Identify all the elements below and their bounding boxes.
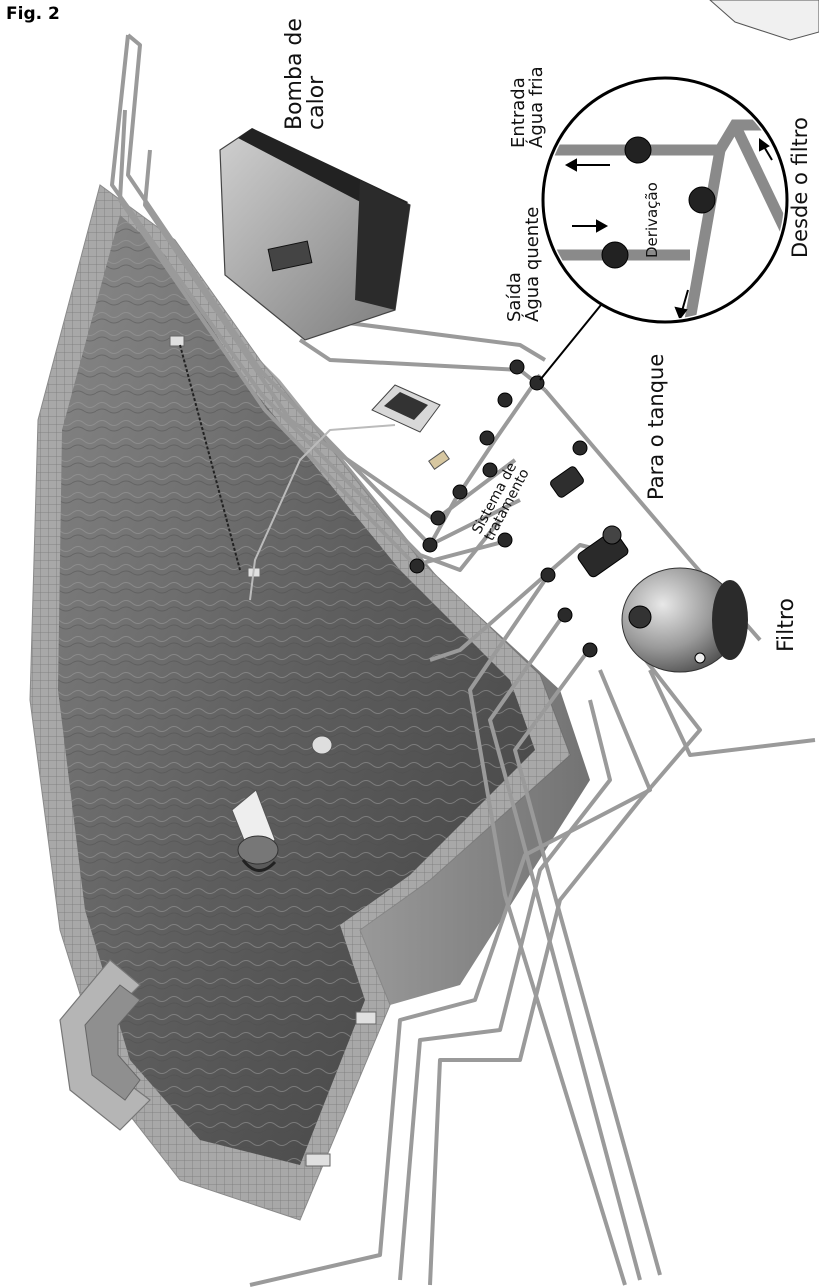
valve <box>573 441 587 455</box>
filter-base <box>712 580 748 660</box>
skimmer-4 <box>306 1154 330 1166</box>
valve <box>541 568 555 582</box>
pool <box>30 185 590 1220</box>
dosing-pump <box>549 465 585 499</box>
zoom-leader-line <box>540 300 605 380</box>
filter-valve <box>629 606 651 628</box>
treatment-control-box <box>372 385 449 469</box>
filter-pressure-gauge <box>695 653 705 663</box>
zoom-valve-bypass <box>689 187 715 213</box>
zoom-valve-bottom <box>602 242 628 268</box>
valve <box>410 559 424 573</box>
pool-light <box>312 736 332 754</box>
zoom-circle-border <box>543 78 787 322</box>
label-to-tank: Para o tanque <box>646 354 667 500</box>
valve <box>583 643 597 657</box>
valve <box>431 511 445 525</box>
heat-pump <box>220 128 410 340</box>
pipe-heatpump-return <box>300 340 545 390</box>
valve <box>483 463 497 477</box>
valve <box>558 608 572 622</box>
figure-title: Fig. 2 <box>6 4 60 24</box>
skimmer-1 <box>170 336 184 346</box>
filtration-pump <box>576 526 630 579</box>
label-from-filter: Desde o filtro <box>790 117 811 258</box>
pipe-heatpump-feed <box>325 320 545 360</box>
detail-zoom-circle <box>540 78 800 380</box>
valve <box>498 393 512 407</box>
sand-filter <box>622 568 748 672</box>
valve <box>480 431 494 445</box>
label-heat-pump: Bomba de calor <box>284 18 328 130</box>
zoom-valve-top <box>625 137 651 163</box>
pipe-filter-out <box>650 670 815 755</box>
valve <box>453 485 467 499</box>
label-bypass: Derivação <box>645 182 660 258</box>
skimmer-3 <box>356 1012 376 1024</box>
label-hot-water-outlet: Saída Água quente <box>506 207 542 322</box>
valve <box>510 360 524 374</box>
equipment-corner-top-right <box>710 0 819 40</box>
label-filter: Filtro <box>776 598 798 652</box>
valve <box>423 538 437 552</box>
label-cold-water-inlet: Entrada Água fria <box>510 66 546 148</box>
treatment-cell <box>429 451 449 470</box>
pool-water-ripples <box>58 215 535 1165</box>
